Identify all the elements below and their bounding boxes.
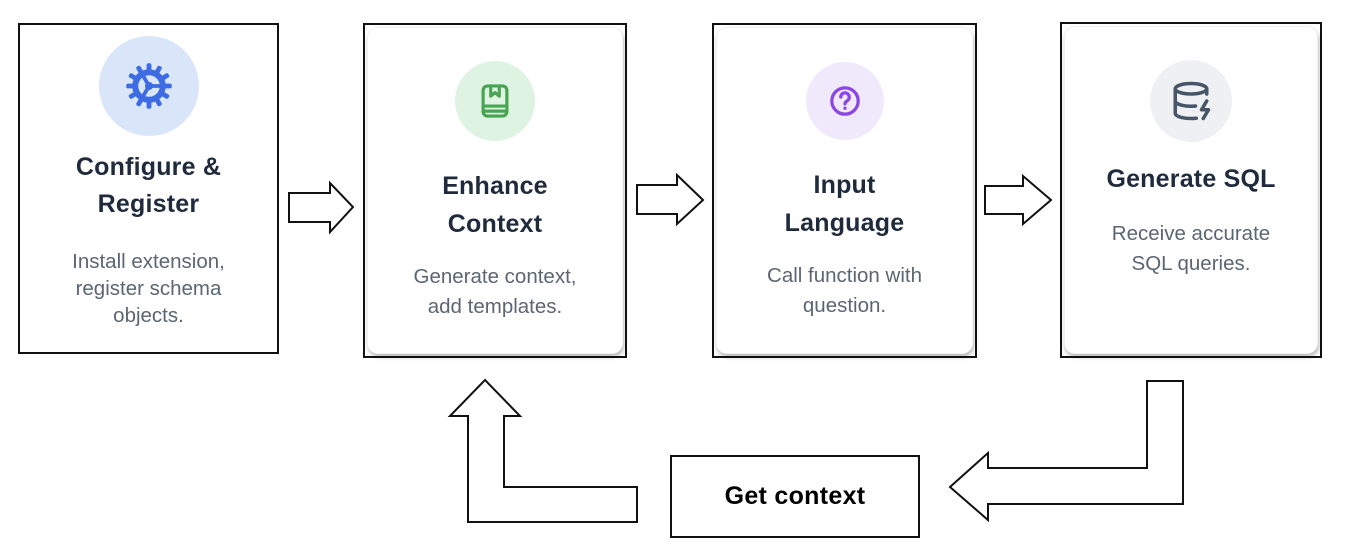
database-zap-icon — [1173, 81, 1211, 121]
desc-line: SQL queries. — [1131, 252, 1251, 275]
forward-arrow-3 — [984, 173, 1053, 227]
card-description: Call function with question. — [714, 261, 975, 321]
card-generate-sql: Generate SQL Receive accurate SQL querie… — [1060, 22, 1322, 358]
card-description: Receive accurate SQL queries. — [1062, 219, 1320, 279]
desc-line: add templates. — [427, 295, 563, 318]
icon-circle — [805, 62, 884, 140]
card-enhance-context: Enhance Context Generate context, add te… — [363, 23, 627, 358]
card-title: Enhance Context — [365, 167, 625, 243]
icon-circle — [1150, 60, 1232, 142]
gear-icon — [125, 63, 172, 109]
get-context-box: Get context — [670, 455, 920, 538]
card-title: Generate SQL — [1062, 160, 1320, 198]
loop-up-arrow — [447, 378, 638, 523]
desc-line: question. — [802, 294, 887, 317]
title-line: Language — [784, 209, 905, 237]
card-title: Configure & Register — [20, 149, 277, 223]
icon-circle — [455, 61, 535, 141]
card-description: Generate context, add templates. — [365, 262, 625, 322]
title-line: Generate SQL — [1106, 165, 1276, 193]
desc-line: Call function with — [767, 264, 922, 287]
title-line: Enhance — [442, 172, 548, 200]
card-title: Input Language — [714, 166, 975, 242]
help-circle-icon — [829, 86, 860, 116]
title-line: Register — [97, 190, 200, 218]
desc-line: Install extension, — [72, 250, 225, 273]
icon-circle — [98, 36, 199, 136]
loop-down-left-arrow — [948, 380, 1184, 523]
card-description: Install extension, register schema objec… — [20, 248, 277, 329]
title-line: Input — [813, 171, 876, 199]
desc-line: register schema — [75, 277, 222, 300]
desc-line: objects. — [113, 304, 184, 327]
title-line: Context — [447, 210, 543, 238]
desc-line: Receive accurate — [1111, 222, 1271, 245]
title-line: Configure & — [75, 153, 222, 181]
get-context-label: Get context — [724, 482, 866, 510]
forward-arrow-1 — [288, 180, 355, 235]
desc-line: Generate context, — [413, 265, 577, 288]
card-input-language: Input Language Call function with questi… — [712, 23, 977, 358]
forward-arrow-2 — [636, 172, 705, 227]
card-configure-register: Configure & Register Install extension, … — [18, 23, 279, 354]
book-marked-icon — [481, 84, 509, 118]
